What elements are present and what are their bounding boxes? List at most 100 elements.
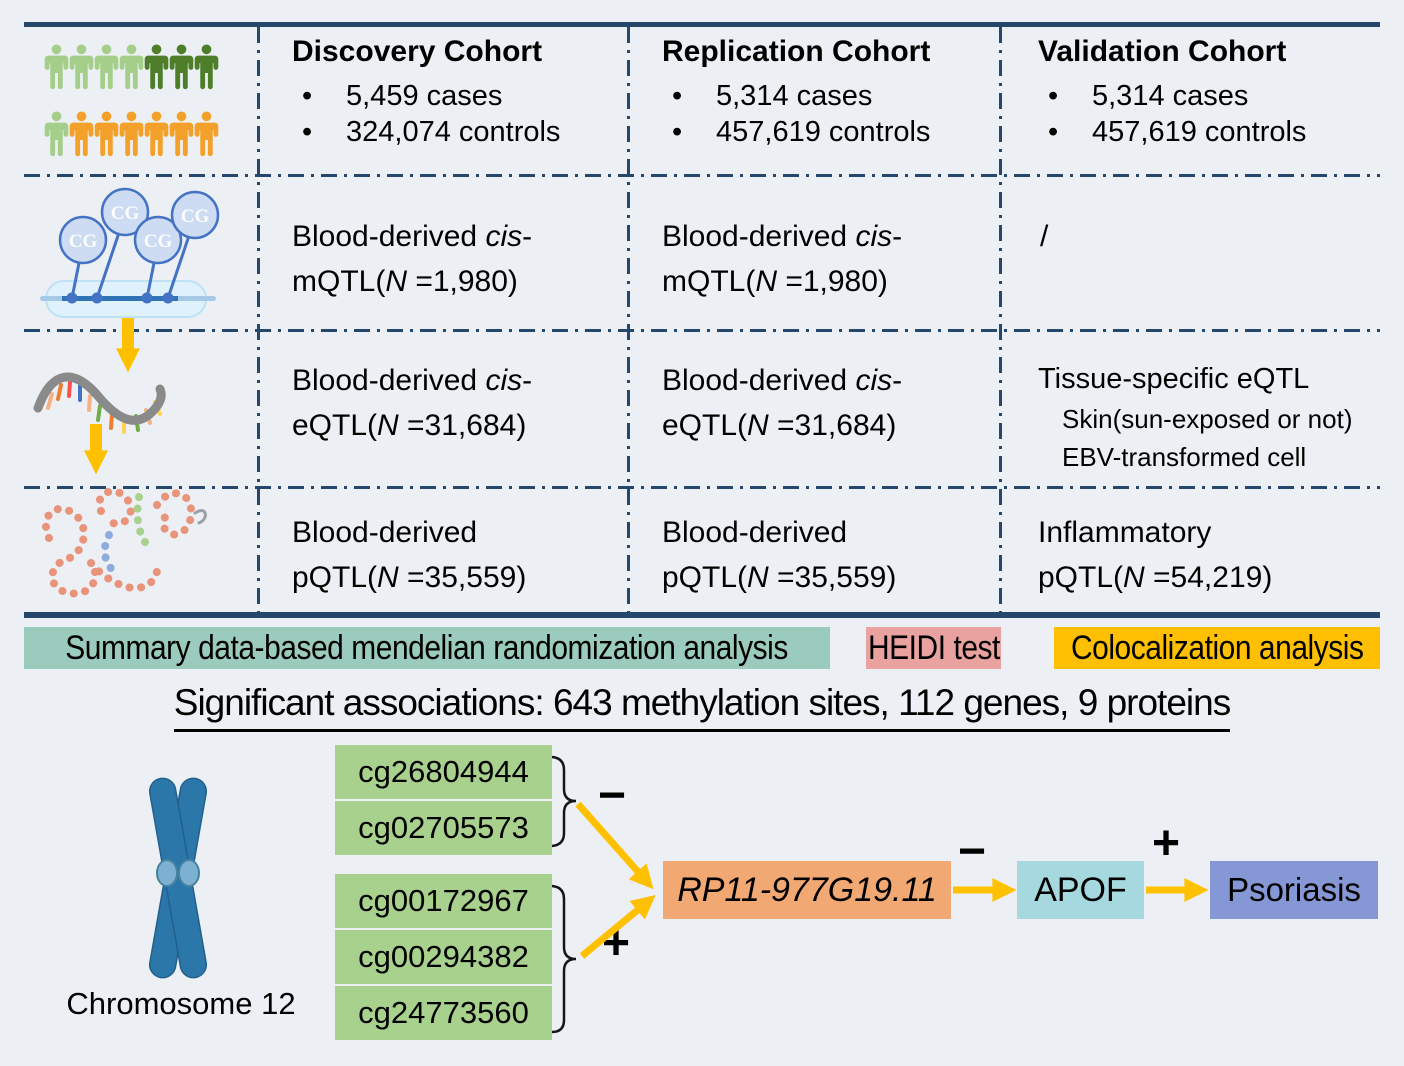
- smr-banner: Summary data-based mendelian randomizati…: [24, 627, 830, 669]
- positive-sign: +: [602, 917, 631, 970]
- mqtl-text: Blood-derived: [292, 220, 486, 253]
- person-icon: [144, 111, 169, 157]
- replication-controls: 457,619 controls: [716, 116, 931, 148]
- negative-sign: −: [598, 769, 627, 822]
- heidi-banner-label: HEIDI test: [867, 628, 1000, 667]
- eqtl-cis: cis: [485, 364, 523, 397]
- discovery-cohort-title: Discovery Cohort: [292, 35, 543, 68]
- person-icon: [69, 44, 94, 90]
- eqtl-label: eQTL(: [662, 409, 748, 442]
- column-separator: [257, 27, 260, 612]
- summary-title-row: Significant associations: 643 methylatio…: [0, 682, 1404, 732]
- cpg-box: cg02705573: [335, 801, 552, 855]
- cohort-pictogram-row1: [44, 34, 219, 98]
- discovery-cohort-cell: Discovery Cohort •5,459 cases •324,074 c…: [292, 34, 632, 150]
- cpg-box: cg26804944: [335, 745, 552, 799]
- mqtl-dash: -: [892, 220, 903, 253]
- tissue-eqtl-title: Tissue-specific eQTL: [1038, 363, 1310, 395]
- eqtl-dash: -: [892, 364, 903, 397]
- inflammatory-pqtl-n-value: =54,219): [1144, 561, 1273, 594]
- bullet-icon: •: [672, 80, 683, 112]
- column-separator: [627, 27, 630, 612]
- cpg-box: cg00294382: [335, 930, 552, 984]
- person-icon: [194, 44, 219, 90]
- mqtl-validation-cell: /: [1040, 220, 1049, 253]
- eqtl-n-value: =31,684): [768, 409, 897, 442]
- rna-icon: [33, 372, 166, 434]
- protein-icon: [41, 487, 207, 598]
- eqtl-cis: cis: [855, 364, 893, 397]
- person-icon: [69, 111, 94, 157]
- svg-text:CG: CG: [111, 203, 140, 224]
- person-icon: [44, 44, 69, 90]
- cpg-box: cg24773560: [335, 986, 552, 1040]
- eqtl-text: Blood-derived: [662, 364, 856, 397]
- svg-text:CG: CG: [181, 206, 210, 227]
- pqtl-n-value: =35,559): [398, 561, 527, 594]
- eqtl-discovery-cell: Blood-derived cis- eQTL(N =31,684): [292, 358, 532, 448]
- person-icon: [119, 44, 144, 90]
- mqtl-label: mQTL(: [662, 265, 756, 298]
- mqtl-text: Blood-derived: [662, 220, 856, 253]
- protein-box: APOF: [1017, 861, 1144, 919]
- negative-sign: −: [958, 825, 987, 878]
- person-icon: [119, 111, 144, 157]
- person-icon: [94, 44, 119, 90]
- table-bottom-border: [24, 612, 1380, 618]
- eqtl-dash: -: [522, 364, 533, 397]
- mqtl-cis: cis: [485, 220, 523, 253]
- eqtl-n: N: [747, 409, 769, 442]
- bullet-icon: •: [672, 116, 683, 148]
- cohort-pictogram-row2: [44, 101, 219, 165]
- mqtl-n: N: [755, 265, 777, 298]
- heidi-banner: HEIDI test: [866, 627, 1001, 669]
- eqtl-n-value: =31,684): [398, 409, 527, 442]
- inflammatory-pqtl-label: pQTL(: [1038, 561, 1124, 594]
- disease-box: Psoriasis: [1210, 861, 1378, 919]
- gene-box: RP11-977G19.11: [663, 861, 951, 919]
- pqtl-n-value: =35,559): [768, 561, 897, 594]
- person-icon: [94, 111, 119, 157]
- cpg-box: cg00172967: [335, 874, 552, 928]
- bullet-icon: •: [1048, 116, 1059, 148]
- mqtl-n-value: =1,980): [777, 265, 888, 298]
- replication-cohort-title: Replication Cohort: [662, 35, 931, 68]
- pqtl-validation-cell: Inflammatory pQTL(N =54,219): [1038, 510, 1272, 600]
- brace-icon: [551, 755, 577, 1034]
- discovery-controls: 324,074 controls: [346, 116, 561, 148]
- colocalization-banner: Colocalization analysis: [1054, 627, 1380, 669]
- person-icon: [169, 111, 194, 157]
- pqtl-label: pQTL(: [292, 561, 378, 594]
- eqtl-validation-cell: Tissue-specific eQTL Skin(sun-exposed or…: [1038, 358, 1352, 476]
- row-separator: [24, 486, 1380, 489]
- pqtl-discovery-cell: Blood-derived pQTL(N =35,559): [292, 510, 526, 600]
- colocalization-banner-label: Colocalization analysis: [1070, 628, 1364, 667]
- validation-cases: 5,314 cases: [1092, 80, 1249, 112]
- eqtl-text: Blood-derived: [292, 364, 486, 397]
- chromosome-icon: [148, 777, 208, 979]
- eqtl-replication-cell: Blood-derived cis- eQTL(N =31,684): [662, 358, 902, 448]
- pqtl-text: Blood-derived: [662, 516, 848, 549]
- smr-banner-label: Summary data-based mendelian randomizati…: [65, 628, 789, 667]
- mqtl-cis: cis: [855, 220, 893, 253]
- person-icon: [169, 44, 194, 90]
- column-separator: [999, 27, 1002, 612]
- positive-sign: +: [1152, 817, 1181, 870]
- discovery-cases: 5,459 cases: [346, 80, 503, 112]
- pqtl-n: N: [747, 561, 769, 594]
- validation-cohort-cell: Validation Cohort • 5,314 cases • 457,619 …: [1038, 34, 1378, 150]
- pqtl-label: pQTL(: [662, 561, 748, 594]
- tissue-eqtl-ebv: EBV-transformed cell: [1062, 442, 1307, 472]
- validation-cohort-title: Validation Cohort: [1038, 35, 1287, 68]
- pqtl-replication-cell: Blood-derived pQTL(N =35,559): [662, 510, 896, 600]
- person-icon: [144, 44, 169, 90]
- validation-controls: 457,619 controls: [1092, 116, 1307, 148]
- eqtl-label: eQTL(: [292, 409, 378, 442]
- mqtl-n: N: [385, 265, 407, 298]
- bullet-icon: •: [1048, 80, 1059, 112]
- mqtl-replication-cell: Blood-derived cis- mQTL(N =1,980): [662, 214, 902, 304]
- replication-cases: 5,314 cases: [716, 80, 873, 112]
- row-separator: [24, 174, 1380, 177]
- table-top-border: [24, 22, 1380, 27]
